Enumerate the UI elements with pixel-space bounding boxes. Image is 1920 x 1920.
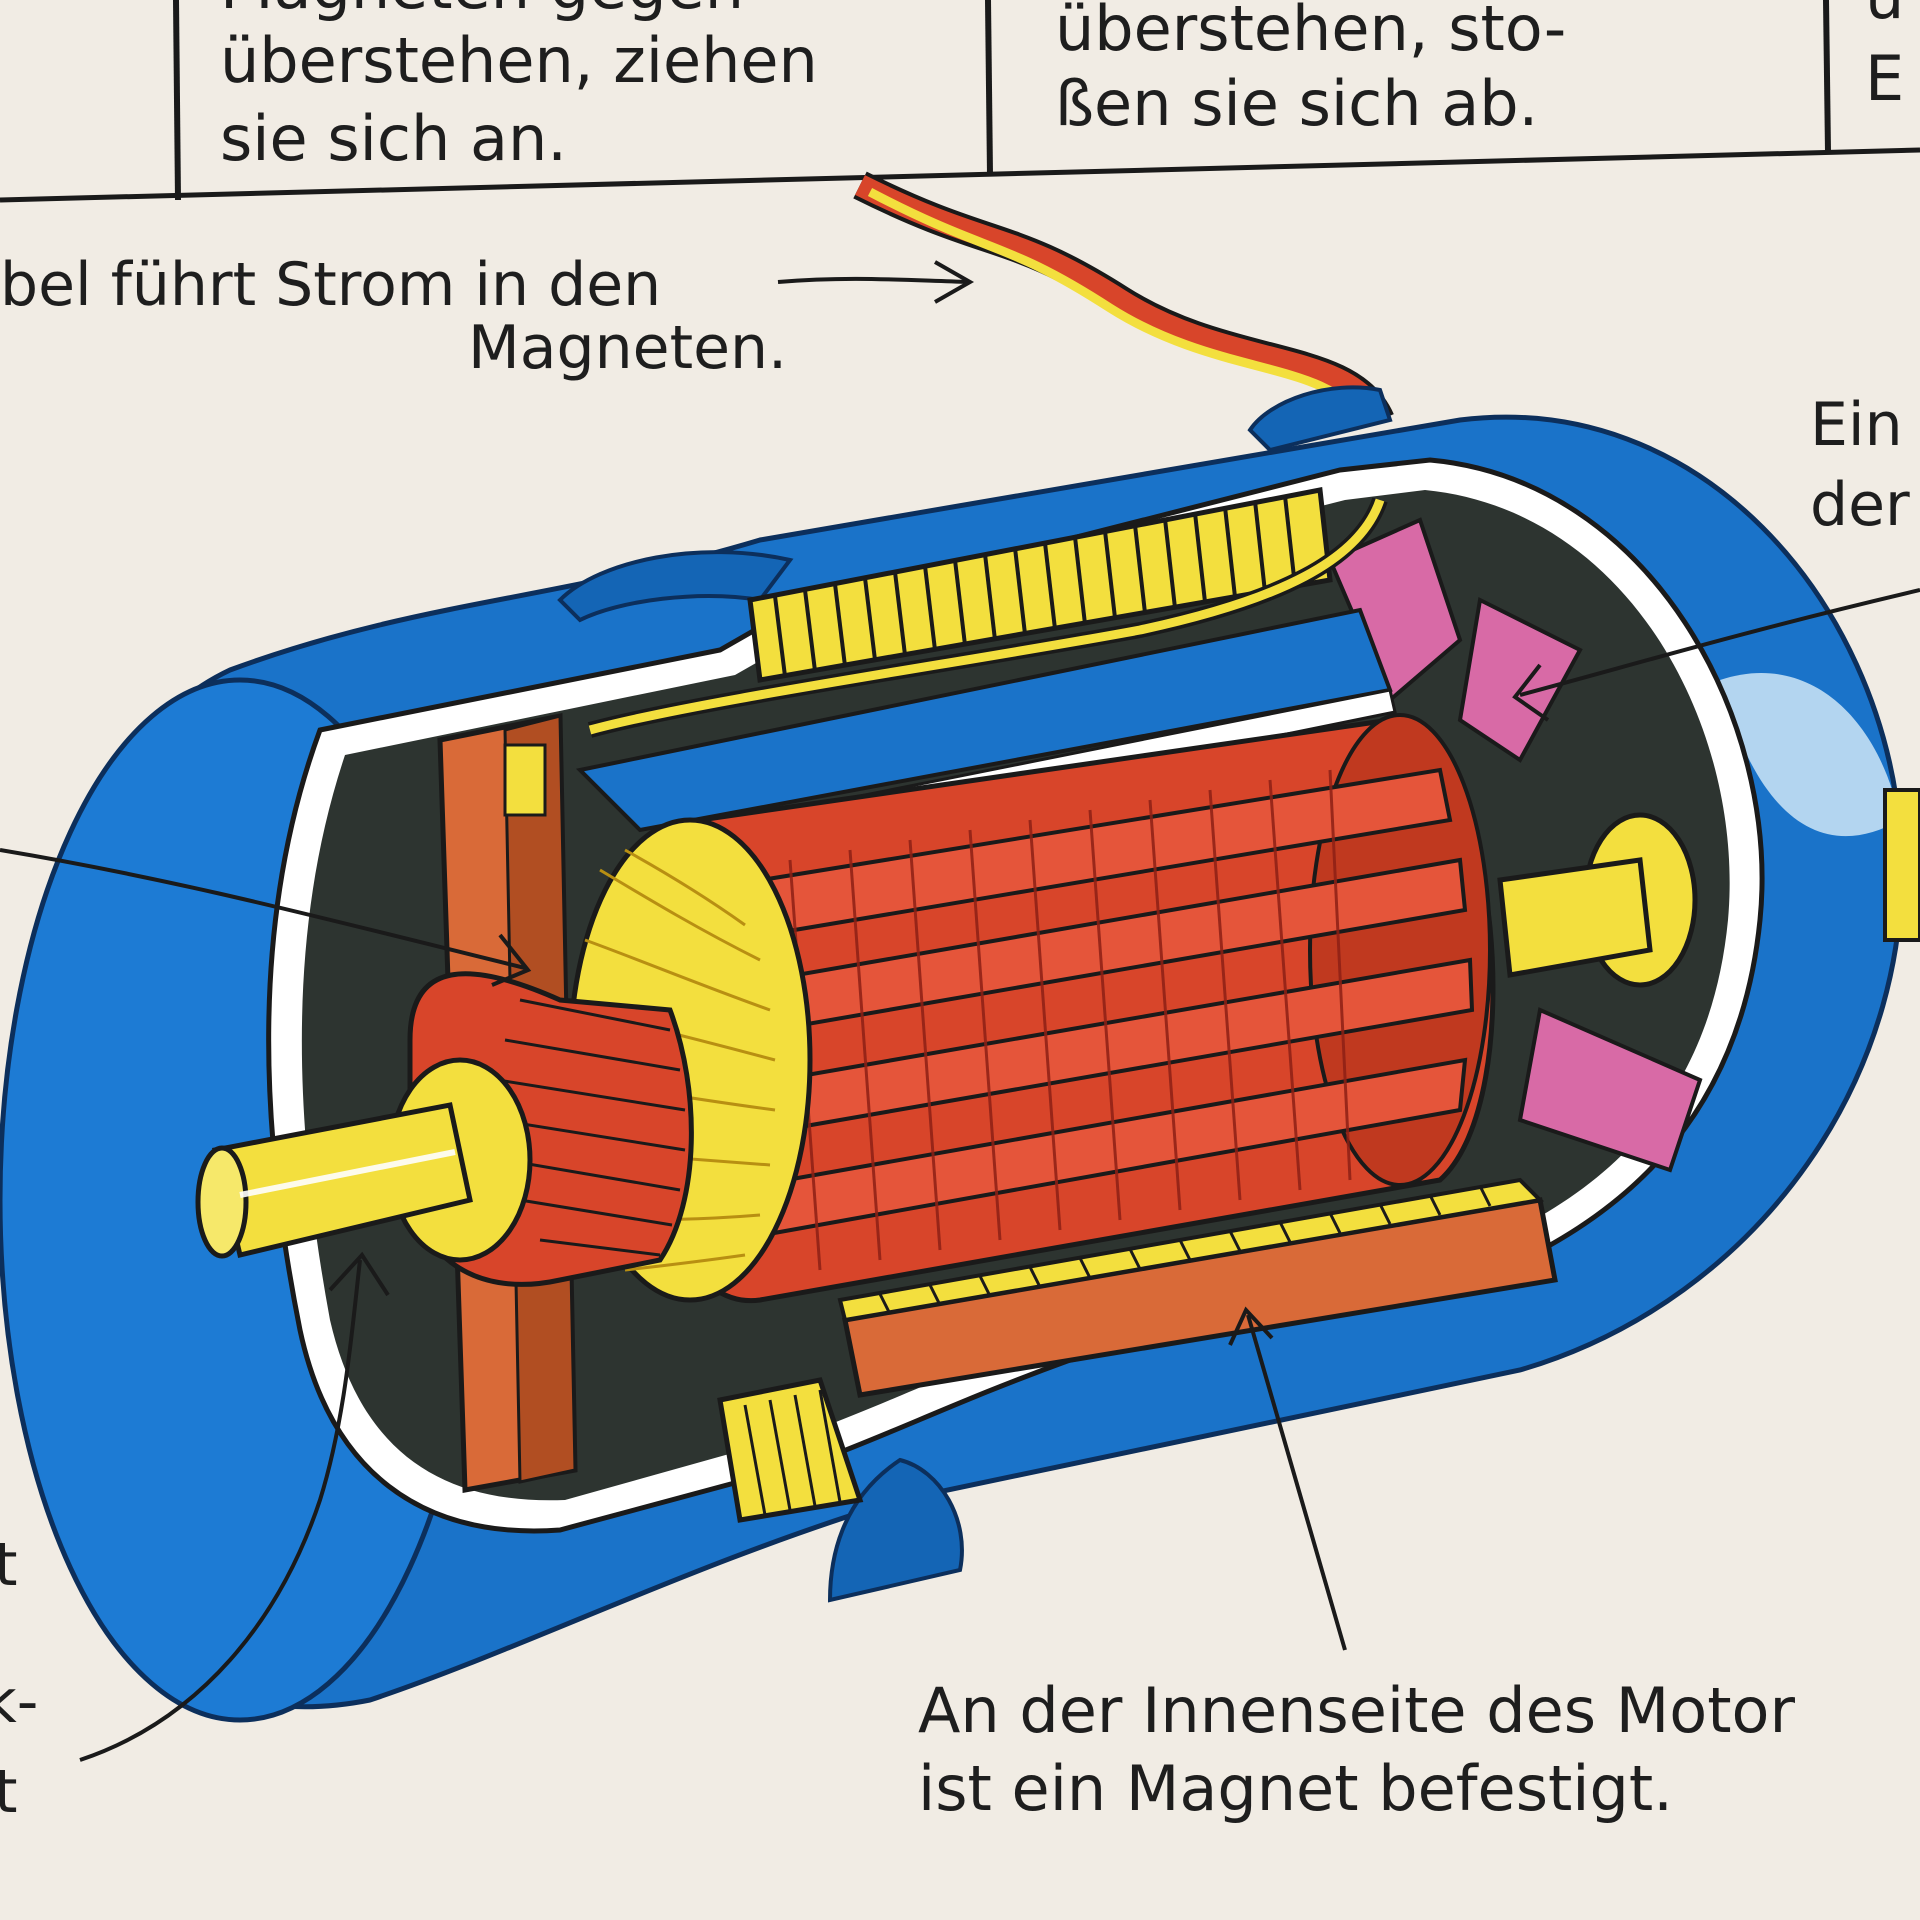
coil-windings <box>773 495 1297 677</box>
cable-gland <box>1247 385 1393 453</box>
shaft-end-visible <box>1883 788 1920 942</box>
bottom-left-pointer-arrow <box>79 1251 390 1762</box>
cable-arrow <box>777 260 975 304</box>
wire-bundle-strands <box>743 1389 842 1516</box>
power-cable <box>853 171 1394 427</box>
top-right-label-line: der <box>1810 470 1910 540</box>
front-shaft <box>195 1102 473 1259</box>
bottom-coil-windings <box>878 1185 1492 1315</box>
magnet-label: An der Innenseite des Motor ist ein Magn… <box>918 1674 1815 1825</box>
cable-label: bel führt Strom in den Magneten. <box>0 250 787 383</box>
table-bottom-line <box>0 147 1920 203</box>
housing-highlight <box>1720 672 1900 837</box>
bottom-field-coil <box>717 1177 1558 1523</box>
table-cell-3-line: E <box>1865 42 1904 115</box>
cable-label-line: bel führt Strom in den <box>0 250 661 320</box>
table-cell-1-line: sie sich an. <box>220 102 567 175</box>
table-cell-2-line: überstehen, sto- <box>1055 0 1566 65</box>
top-right-label-line: Ein <box>1810 390 1903 460</box>
table-cell-1-line: Magneten gegen- <box>220 0 766 23</box>
cable-label-line: Magneten. <box>468 313 787 383</box>
table-divider <box>1823 0 1831 153</box>
inner-wire <box>588 498 1385 735</box>
table-divider <box>985 0 993 176</box>
left-bottom-label: t k- t <box>0 1530 57 1827</box>
armature-slots <box>697 767 1475 1243</box>
left-bottom-label-line: t <box>0 1757 18 1827</box>
table-cell-2-line: ßen sie sich ab. <box>1055 67 1538 140</box>
top-table: Magneten gegen- überstehen, ziehen sie s… <box>0 0 1920 203</box>
housing-ridge <box>557 550 794 623</box>
magnet-label-line: ist ein Magnet befestigt. <box>918 1752 1673 1825</box>
table-cell-1-line: überstehen, ziehen <box>220 24 818 97</box>
brush-pointer-arrow <box>0 848 532 987</box>
brush-contact <box>503 743 547 817</box>
armature-ribs <box>788 769 1352 1271</box>
table-divider <box>173 0 181 201</box>
table-cell-2-text: überstehen, sto- ßen sie sich ab. <box>1055 0 1586 140</box>
rear-shaft <box>1497 788 1920 988</box>
table-cell-3-line: u <box>1865 0 1904 33</box>
shaft-tip <box>195 1145 249 1259</box>
inner-magnet-pointer-arrow <box>1228 1306 1347 1651</box>
table-cell-1-text: Magneten gegen- überstehen, ziehen sie s… <box>220 0 838 175</box>
magnet-label-line: An der Innenseite des Motor <box>918 1674 1795 1747</box>
table-cell-3-text: u E <box>1865 0 1920 115</box>
magnet-segment <box>1517 1007 1703 1173</box>
rear-shaft-body <box>1497 857 1653 978</box>
field-magnets-rear <box>1327 517 1703 1173</box>
commutator-segments <box>497 998 686 1257</box>
leader-lines <box>0 588 1920 1762</box>
top-right-label: Ein der <box>1810 390 1920 540</box>
armature <box>567 713 1496 1303</box>
magnet-segment <box>1457 597 1583 763</box>
left-bottom-label-line: k- <box>0 1667 38 1737</box>
magnet-pointer-arrow <box>1512 588 1920 722</box>
left-bottom-label-line: t <box>0 1530 18 1600</box>
